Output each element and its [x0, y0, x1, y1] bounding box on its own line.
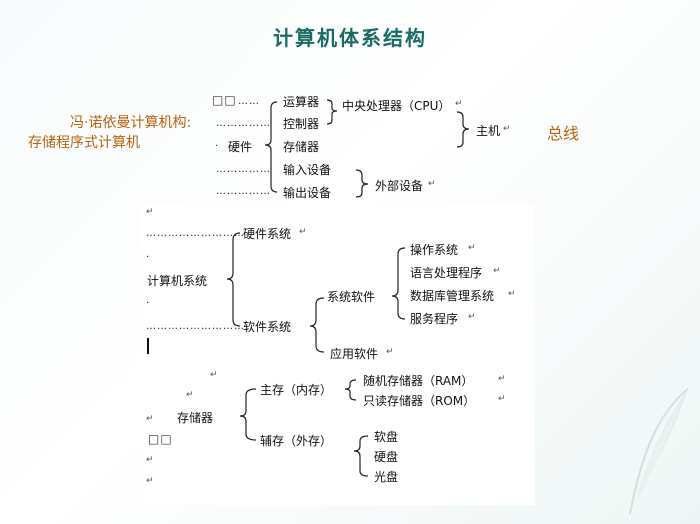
return-mark: ↵	[210, 370, 218, 380]
bus-label: 总线	[547, 124, 580, 143]
return-mark: ↵	[455, 99, 463, 109]
placeholder-squares: □□	[212, 93, 237, 107]
dotted-leader: ………………………	[146, 321, 245, 332]
feather-decoration	[629, 388, 689, 515]
return-mark: ↵	[146, 476, 154, 486]
text-cursor	[147, 338, 149, 354]
vn-label-line2: 存储程序式计算机	[28, 135, 140, 151]
brace-aux-memory	[353, 435, 369, 477]
hw-leaf: 控制器	[283, 117, 320, 131]
system-software: 系统软件	[327, 290, 376, 304]
dotted-leader: ……………	[216, 118, 271, 129]
return-mark: ↵	[503, 124, 511, 134]
brace-system-software	[391, 247, 406, 320]
return-mark: ↵	[468, 243, 476, 253]
hw-leaf: 存储器	[283, 140, 320, 154]
return-mark: ↵	[468, 312, 476, 322]
hardware-system: 硬件系统	[243, 227, 292, 241]
brace-storage	[239, 388, 257, 441]
brace-host	[456, 111, 470, 148]
diagram-panel	[140, 205, 535, 505]
brace-software	[309, 297, 325, 353]
dotted-leader: ·	[146, 298, 151, 309]
aux-item: 硬盘	[374, 450, 399, 464]
application-software: 应用软件	[330, 347, 379, 361]
return-mark: ↵	[428, 179, 436, 189]
aux-item: 软盘	[374, 430, 399, 444]
external-label: 外部设备	[375, 179, 424, 193]
brace-external	[355, 169, 369, 198]
sys-item: 数据库管理系统	[410, 289, 495, 303]
return-mark: ↵	[498, 394, 506, 404]
dotted-leader: ·	[215, 141, 220, 152]
main-memory: 主存（内存）	[260, 383, 333, 397]
brace-hardware	[264, 101, 278, 193]
return-mark: ↵	[498, 374, 506, 384]
placeholder-squares: □□	[148, 432, 173, 446]
brace-computer-system	[226, 232, 241, 327]
main-item: 只读存储器（ROM）	[363, 394, 476, 408]
software-system: 软件系统	[243, 320, 292, 334]
storage-root: 存储器	[177, 411, 214, 425]
aux-memory: 辅存（外存）	[260, 434, 333, 448]
host-label: 主机	[476, 124, 501, 138]
main-item: 随机存储器（RAM）	[363, 374, 474, 388]
dotted-leader: ………………………	[146, 228, 245, 239]
dotted-leader: ……………	[216, 186, 271, 197]
hardware-root: 硬件	[228, 140, 253, 154]
sys-item: 服务程序	[410, 312, 459, 326]
sys-item: 操作系统	[410, 243, 459, 257]
hw-leaf: 输入设备	[283, 163, 332, 177]
page-title: 计算机体系结构	[273, 26, 427, 50]
brace-main-memory	[344, 379, 357, 401]
hw-leaf: 输出设备	[283, 186, 332, 200]
computer-system-root: 计算机系统	[147, 274, 208, 288]
return-mark: ↵	[386, 347, 394, 357]
dotted-leader: ……	[238, 96, 260, 107]
return-mark: ↵	[186, 390, 194, 400]
return-mark: ↵	[146, 455, 154, 465]
return-mark: ↵	[146, 207, 154, 217]
dotted-leader: ……………	[216, 164, 271, 175]
return-mark: ↵	[299, 227, 307, 237]
cpu-label: 中央处理器（CPU）	[342, 99, 451, 113]
hw-leaf: 运算器	[283, 95, 320, 109]
sys-item: 语言处理程序	[410, 266, 483, 280]
return-mark: ↵	[146, 414, 154, 424]
return-mark: ↵	[508, 289, 516, 299]
vn-label-line1: 冯·诺依曼计算机构:	[70, 115, 192, 131]
aux-item: 光盘	[374, 470, 399, 484]
dotted-leader: ·	[146, 252, 151, 263]
brace-cpu	[326, 99, 338, 125]
return-mark: ↵	[493, 266, 501, 276]
return-mark: ↵	[323, 164, 331, 174]
